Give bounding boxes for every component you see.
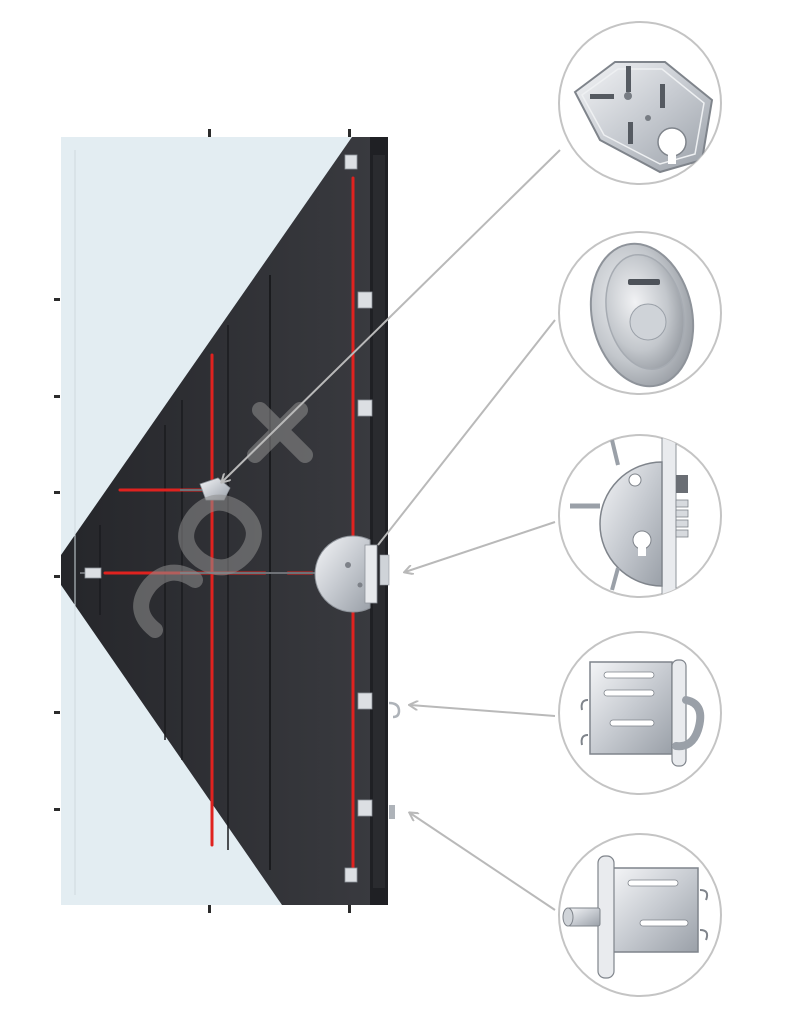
hook-latch-icon [580, 659, 705, 767]
arrow-armor-plate [222, 149, 561, 482]
arrow-hook-latch [410, 705, 556, 717]
hinge-marks [54, 129, 351, 913]
watermark-logo [133, 402, 313, 638]
arrow-cylinder-escutcheon [377, 319, 556, 546]
rod-latches [84, 154, 373, 883]
callout-armor-plate [558, 21, 722, 185]
armor-plate-icon [573, 61, 714, 174]
callout-arrows [222, 149, 561, 911]
door [54, 129, 401, 913]
callout-cylinder-escutcheon [558, 231, 722, 395]
central-lock-body [314, 535, 390, 613]
arrow-mortise-lock [405, 521, 556, 572]
mortise-lock-icon [570, 437, 689, 597]
callout-mortise-lock [558, 434, 722, 598]
bolt-latch-icon [562, 855, 709, 979]
door-dark-cutaway [61, 137, 387, 905]
cylinder-escutcheon-icon [589, 242, 695, 388]
callout-hook-latch [558, 631, 722, 795]
callout-bolt-latch [558, 833, 722, 997]
arrow-bolt-latch [410, 813, 556, 911]
